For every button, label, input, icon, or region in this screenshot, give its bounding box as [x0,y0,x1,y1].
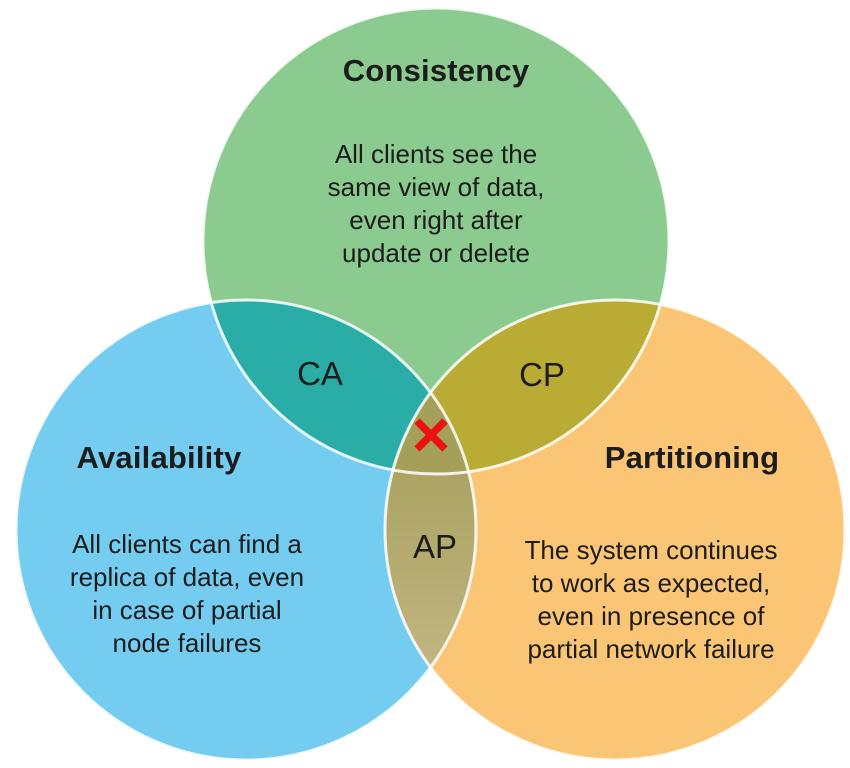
availability-title: Availability [76,440,242,475]
consistency-description: All clients see the same view of data, e… [327,139,545,268]
availability-description: All clients can find a replica of data, … [69,529,305,658]
consistency-title: Consistency [342,53,530,88]
overlap-cp-label: CP [519,356,565,393]
overlap-ap-label: AP [412,528,458,565]
partitioning-description: The system continues to work as expected… [524,535,778,664]
overlap-cp-region [385,300,669,474]
overlap-ca-region [203,300,476,474]
impossible-x-icon [414,418,448,452]
partitioning-title: Partitioning [604,440,780,475]
circle-outlines [14,6,847,762]
x-strokes [414,418,448,452]
overlap-ca-label: CA [297,355,343,392]
